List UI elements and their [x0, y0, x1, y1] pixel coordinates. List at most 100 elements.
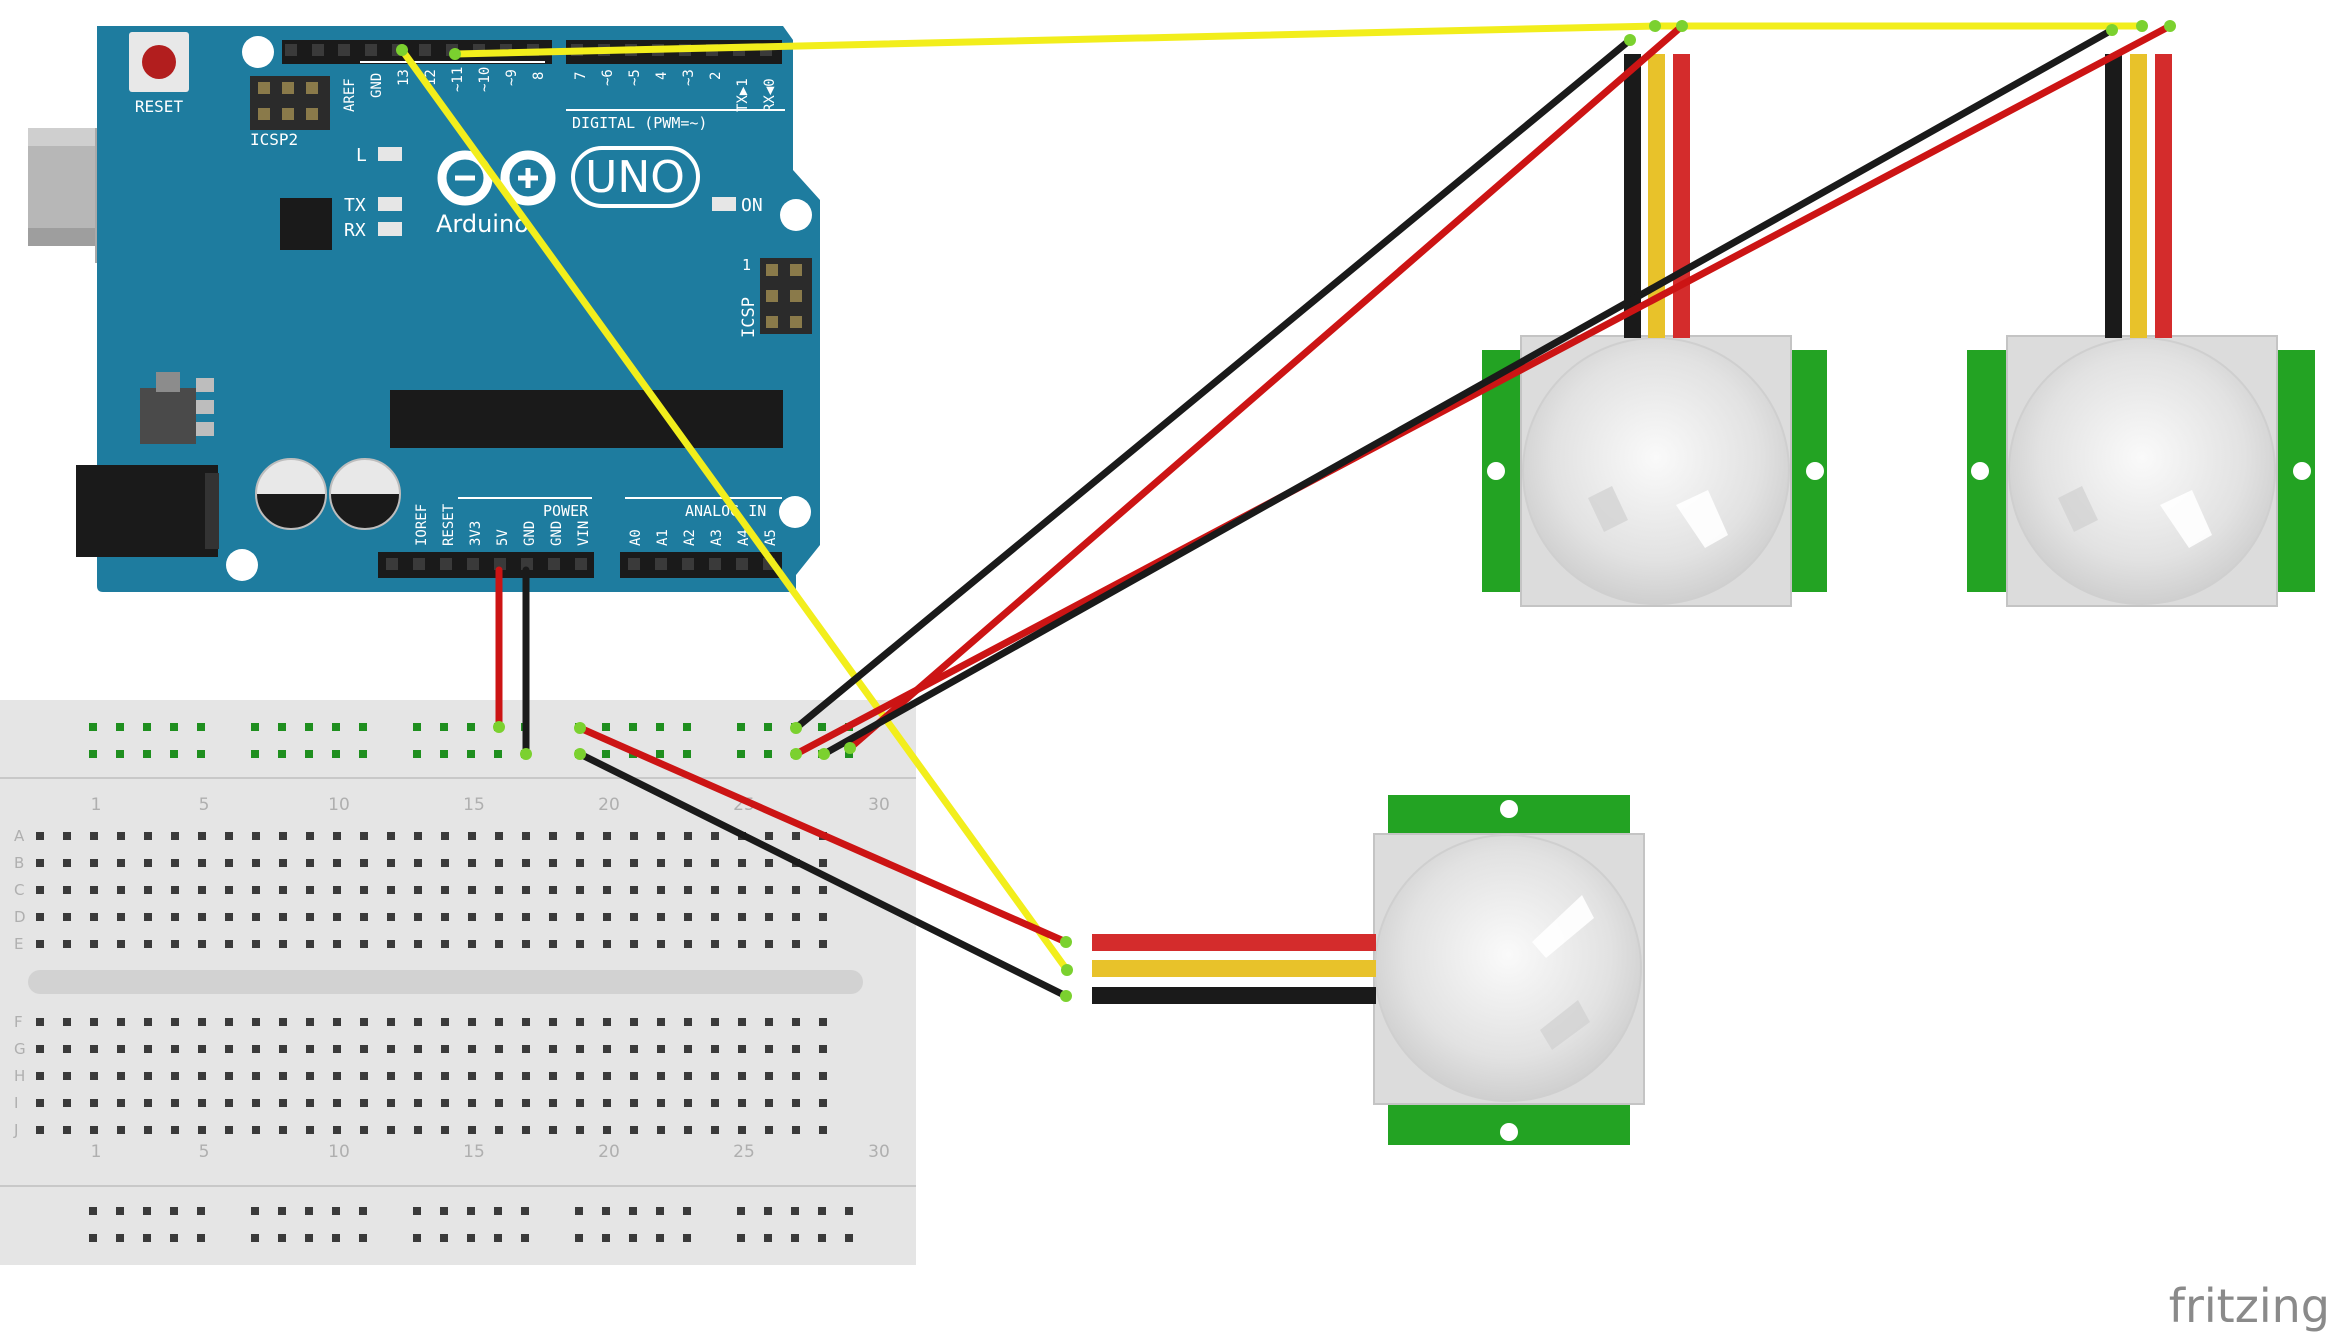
breadboard-hole — [576, 832, 584, 840]
breadboard-hole — [738, 1045, 746, 1053]
breadboard-hole — [252, 859, 260, 867]
arduino-board — [97, 26, 820, 592]
breadboard-hole — [333, 1045, 341, 1053]
breadboard-hole — [89, 723, 97, 731]
breadboard-hole — [63, 1126, 71, 1134]
breadboard-hole — [414, 886, 422, 894]
pin-label: ~5 — [627, 69, 643, 86]
breadboard-hole — [468, 1126, 476, 1134]
breadboard-hole — [711, 886, 719, 894]
breadboard-hole — [117, 1072, 125, 1080]
breadboard-hole — [818, 723, 826, 731]
breadboard-hole — [116, 1234, 124, 1242]
breadboard-hole — [522, 1045, 530, 1053]
breadboard-hole — [576, 1072, 584, 1080]
analog-pin-labels: A0 A1 A2 A3 A4 A5 — [628, 529, 779, 546]
breadboard-hole — [656, 1234, 664, 1242]
breadboard-hole — [603, 1018, 611, 1026]
breadboard-column-number: 20 — [598, 795, 620, 815]
pin-label: 13 — [396, 69, 412, 86]
breadboard-hole — [278, 750, 286, 758]
power-pin-labels: IOREF RESET 3V3 5V GND GND VIN — [414, 503, 592, 546]
breadboard-hole — [738, 1072, 746, 1080]
breadboard-hole — [90, 1045, 98, 1053]
atmega-chip — [390, 390, 783, 448]
breadboard-hole — [765, 913, 773, 921]
breadboard-hole — [576, 1126, 584, 1134]
breadboard-hole — [252, 1045, 260, 1053]
breadboard-hole — [684, 886, 692, 894]
breadboard-hole — [738, 886, 746, 894]
breadboard-hole — [711, 1018, 719, 1026]
breadboard-hole — [143, 1207, 151, 1215]
breadboard-row-letter: A — [14, 827, 25, 845]
breadboard-hole — [819, 859, 827, 867]
led-tx — [378, 197, 402, 211]
breadboard-hole — [332, 1207, 340, 1215]
breadboard-hole — [170, 723, 178, 731]
pir-sensor-3-leads — [1092, 934, 1376, 1004]
breadboard-hole — [549, 1099, 557, 1107]
reset-label: RESET — [135, 97, 184, 116]
breadboard-hole — [333, 913, 341, 921]
breadboard-hole — [764, 723, 772, 731]
pir-sensor-2-leads — [2105, 54, 2172, 338]
breadboard-hole — [197, 723, 205, 731]
pin-label: 2 — [708, 72, 724, 80]
breadboard-hole — [494, 1234, 502, 1242]
breadboard-hole — [603, 859, 611, 867]
breadboard-hole — [170, 1207, 178, 1215]
breadboard-hole — [792, 886, 800, 894]
breadboard-hole — [819, 1099, 827, 1107]
breadboard-center-channel — [28, 970, 863, 994]
led-l-label: L — [356, 145, 367, 166]
breadboard-hole — [468, 886, 476, 894]
breadboard-hole — [629, 1207, 637, 1215]
breadboard-row-letter: B — [14, 854, 24, 872]
breadboard-hole — [63, 1018, 71, 1026]
breadboard-hole — [171, 859, 179, 867]
breadboard-hole — [630, 1072, 638, 1080]
breadboard-hole — [818, 1207, 826, 1215]
breadboard-hole — [765, 1045, 773, 1053]
breadboard-hole — [495, 1099, 503, 1107]
breadboard-hole — [657, 1045, 665, 1053]
breadboard-hole — [819, 1018, 827, 1026]
breadboard-hole — [332, 723, 340, 731]
breadboard-hole — [63, 1099, 71, 1107]
pin-label: ~6 — [600, 69, 616, 86]
breadboard-hole — [225, 886, 233, 894]
breadboard-hole — [440, 750, 448, 758]
breadboard-hole — [441, 913, 449, 921]
breadboard-hole — [495, 940, 503, 948]
breadboard-hole — [197, 1234, 205, 1242]
breadboard-hole — [144, 1099, 152, 1107]
breadboard-hole — [279, 1099, 287, 1107]
breadboard-hole — [441, 940, 449, 948]
breadboard-hole — [441, 886, 449, 894]
breadboard-hole — [198, 1072, 206, 1080]
breadboard-hole — [90, 940, 98, 948]
breadboard-hole — [549, 940, 557, 948]
breadboard-hole — [36, 1072, 44, 1080]
breadboard-hole — [225, 1072, 233, 1080]
breadboard-hole — [684, 832, 692, 840]
breadboard-hole — [441, 1018, 449, 1026]
breadboard-hole — [306, 859, 314, 867]
breadboard-hole — [63, 859, 71, 867]
breadboard-hole — [116, 750, 124, 758]
led-tx-label: TX — [344, 195, 366, 216]
breadboard-hole — [684, 940, 692, 948]
pin-label: AREF — [342, 78, 358, 112]
breadboard-hole — [279, 1045, 287, 1053]
breadboard-hole — [63, 832, 71, 840]
breadboard-hole — [441, 832, 449, 840]
breadboard-hole — [468, 913, 476, 921]
breadboard-hole — [683, 723, 691, 731]
breadboard-hole — [684, 1045, 692, 1053]
breadboard-hole — [683, 1207, 691, 1215]
breadboard-hole — [495, 832, 503, 840]
breadboard-hole — [90, 1126, 98, 1134]
breadboard-hole — [306, 1099, 314, 1107]
breadboard-hole — [440, 723, 448, 731]
